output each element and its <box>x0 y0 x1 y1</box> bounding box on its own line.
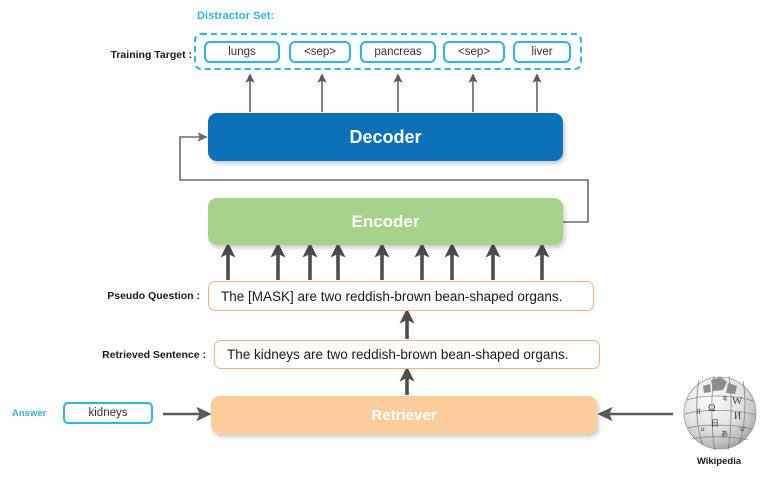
decoder-block[interactable]: Decoder <box>208 113 563 161</box>
training-target-label: Training Target : <box>110 49 192 61</box>
svg-text:α: α <box>701 425 705 433</box>
svg-text:И: И <box>734 411 741 422</box>
svg-text:日: 日 <box>711 419 719 428</box>
answer-token-box[interactable]: kidneys <box>63 402 153 424</box>
svg-text:Я: Я <box>696 408 701 416</box>
pseudo-question-text: The [MASK] are two reddish-brown bean-sh… <box>208 281 594 311</box>
distractor-token-sep-1[interactable]: <sep> <box>289 41 351 63</box>
distractor-token-sep-2[interactable]: <sep> <box>443 41 505 63</box>
svg-text:ש: ש <box>740 425 745 433</box>
retriever-block[interactable]: Retriever <box>211 396 597 434</box>
svg-text:व: व <box>723 395 727 403</box>
question-to-encoder-arrows <box>220 242 550 280</box>
retrieved-sentence-label: Retrieved Sentence : <box>102 349 206 361</box>
answer-label: Answer <box>12 408 47 419</box>
decoder-to-token-arrows <box>245 73 542 112</box>
svg-text:W: W <box>732 395 743 407</box>
pseudo-question-label: Pseudo Question : <box>107 290 200 302</box>
wikipedia-globe-icon: W Ω И 日 Я あ α ש व <box>683 375 757 451</box>
distractor-token-lungs[interactable]: lungs <box>204 41 280 63</box>
svg-text:Ω: Ω <box>708 403 715 414</box>
distractor-token-liver[interactable]: liver <box>513 41 571 63</box>
svg-text:あ: あ <box>721 430 728 438</box>
distractor-set-label: Distractor Set: <box>197 10 275 22</box>
wikipedia-caption: Wikipedia <box>696 456 742 467</box>
retrieved-sentence-text: The kidneys are two reddish-brown bean-s… <box>214 340 600 369</box>
distractor-token-pancreas[interactable]: pancreas <box>360 41 436 63</box>
distractor-set-container <box>194 33 582 70</box>
encoder-block[interactable]: Encoder <box>208 198 563 245</box>
